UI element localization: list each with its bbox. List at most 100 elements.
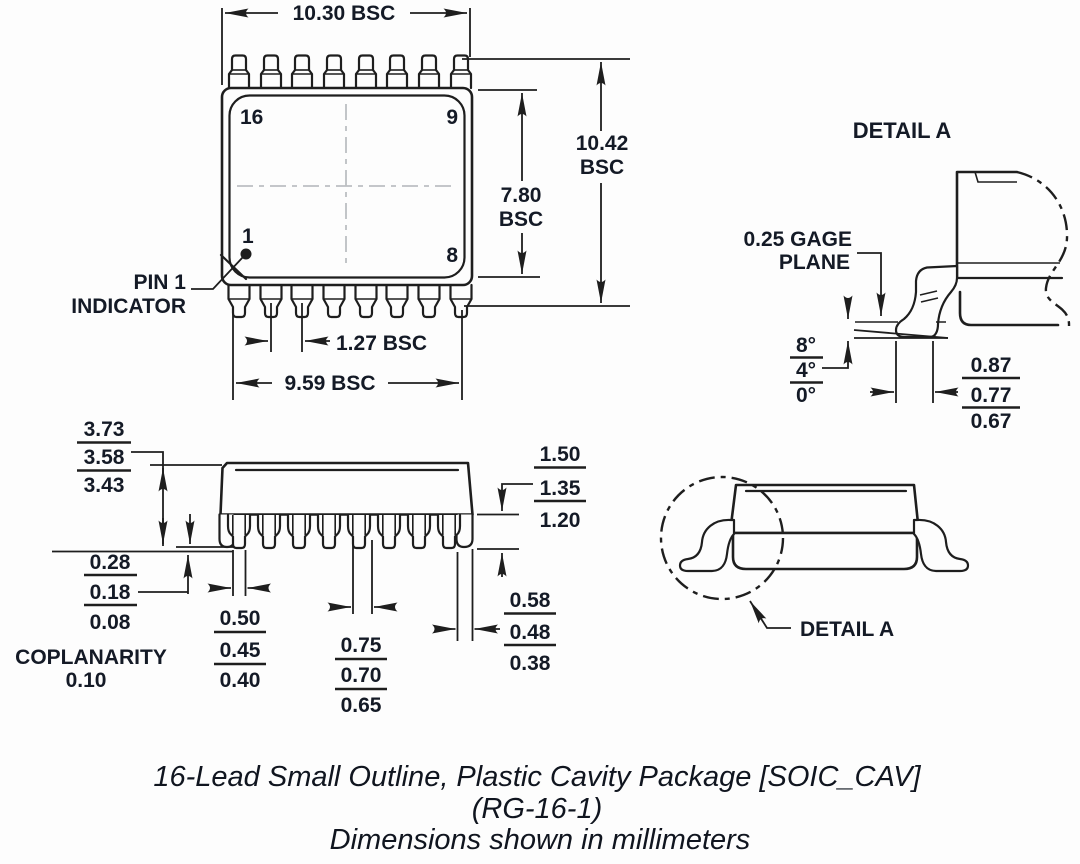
dim-lead-span-label: 9.59 BSC bbox=[284, 372, 375, 395]
dim-lead-width-extension-lines bbox=[456, 549, 474, 641]
side-view-leads bbox=[226, 513, 462, 550]
detail-body-notch bbox=[974, 171, 1017, 183]
pin-number-1: 1 bbox=[242, 225, 254, 248]
cap-height-max: 1.50 bbox=[540, 443, 581, 466]
detail-body-edge bbox=[955, 170, 1019, 280]
pin1-indicator-dot bbox=[240, 248, 252, 260]
end-lead-left bbox=[678, 518, 736, 573]
dim-width-extension-lines bbox=[221, 8, 471, 85]
caption-units-note: Dimensions shown in millimeters bbox=[330, 824, 751, 856]
dim-height-leader bbox=[131, 451, 164, 546]
dim-body-length-unit: BSC bbox=[499, 208, 543, 231]
pin-10 bbox=[417, 54, 441, 90]
detail-a-callout-circle bbox=[659, 475, 785, 601]
dim-stack-foot-length: 0.87 0.77 0.67 bbox=[962, 354, 1020, 433]
lead-width-min: 0.38 bbox=[510, 652, 551, 675]
pin-12 bbox=[354, 54, 378, 90]
side-view: 3.73 3.58 3.43 0.28 0.18 0.08 COPLANARIT… bbox=[15, 418, 586, 717]
coplanarity-label: COPLANARITY bbox=[15, 646, 167, 669]
dim-stack-shoulder-width: 0.75 0.70 0.65 bbox=[335, 634, 387, 717]
shoulder-width-min: 0.65 bbox=[341, 694, 382, 717]
centerlines bbox=[237, 104, 456, 268]
dim-shoulder-width-extension-lines bbox=[352, 538, 373, 614]
dim-overall-length-extension-lines bbox=[462, 58, 630, 307]
top-view: 16 9 1 8 PIN 1 INDICATOR 10.30 BSC 10.42… bbox=[71, 2, 630, 400]
pin-1 bbox=[227, 283, 251, 319]
end-body-cap bbox=[728, 483, 921, 535]
pin-number-8: 8 bbox=[446, 244, 458, 267]
coplanarity-value: 0.10 bbox=[66, 669, 107, 692]
detail-lead-angle-line bbox=[853, 329, 949, 339]
pin-13 bbox=[322, 54, 346, 90]
pin-8 bbox=[449, 283, 473, 319]
detail-a-title: DETAIL A bbox=[853, 118, 952, 143]
lead-4 bbox=[316, 513, 342, 550]
tip-width-max: 0.50 bbox=[220, 607, 261, 630]
dim-body-length-extension-lines bbox=[478, 89, 540, 278]
dim-pitch-label: 1.27 BSC bbox=[336, 332, 427, 355]
height-max: 3.73 bbox=[84, 418, 125, 441]
dim-stack-cap-height: 1.50 1.35 1.20 bbox=[534, 443, 586, 532]
foot-max: 0.87 bbox=[971, 354, 1012, 377]
lead-width-max: 0.58 bbox=[510, 589, 551, 612]
detail-a-callout-label: DETAIL A bbox=[800, 618, 894, 641]
top-view-pins-bottom bbox=[227, 283, 473, 319]
height-nom: 3.58 bbox=[84, 446, 125, 469]
cap-height-min: 1.20 bbox=[540, 509, 581, 532]
cap-height-nom: 1.35 bbox=[540, 477, 581, 500]
dim-stack-overall-height: 3.73 3.58 3.43 bbox=[77, 418, 131, 497]
pin1-indicator-label-line2: INDICATOR bbox=[71, 295, 186, 318]
angle-min: 0° bbox=[796, 384, 816, 407]
lead-2 bbox=[256, 513, 282, 550]
angle-leader-arrow-up bbox=[822, 341, 853, 369]
standoff-nom: 0.18 bbox=[90, 581, 131, 604]
detail-a-view: DETAIL A 0.25 GAGE PLANE 8° 4° 0° bbox=[743, 118, 1071, 433]
dim-cap-extension-lines bbox=[477, 513, 519, 550]
shoulder-width-nom: 0.70 bbox=[341, 664, 382, 687]
lead-width-nom: 0.48 bbox=[510, 621, 551, 644]
side-body-outline bbox=[219, 461, 474, 516]
caption: 16-Lead Small Outline, Plastic Cavity Pa… bbox=[153, 761, 921, 856]
dim-stack-lead-width: 0.58 0.48 0.38 bbox=[504, 589, 556, 675]
detail-a-callout-leader bbox=[749, 600, 791, 629]
dim-foot-extension-lines bbox=[895, 341, 934, 403]
caption-package-code: (RG-16-1) bbox=[472, 793, 603, 825]
dim-tip-width-extension-lines bbox=[232, 550, 247, 596]
dim-stack-standoff: 0.28 0.18 0.08 bbox=[84, 551, 137, 634]
angle-max: 8° bbox=[796, 334, 816, 357]
dim-cap-leader-arrow-down bbox=[497, 483, 533, 511]
pin-6 bbox=[385, 283, 409, 319]
dim-width-label: 10.30 BSC bbox=[293, 2, 396, 25]
pin-15 bbox=[259, 54, 283, 90]
pin-number-9: 9 bbox=[446, 106, 458, 129]
pin-14 bbox=[290, 54, 314, 90]
end-view: DETAIL A bbox=[659, 475, 970, 641]
pin-7 bbox=[417, 283, 441, 319]
pin1-indicator-leader bbox=[191, 256, 244, 290]
pin-5 bbox=[354, 283, 378, 319]
detail-gage-plane-marks bbox=[919, 290, 939, 303]
caption-title: 16-Lead Small Outline, Plastic Cavity Pa… bbox=[153, 761, 921, 793]
detail-body-break-boundary bbox=[1016, 170, 1071, 327]
foot-nom: 0.77 bbox=[971, 384, 1012, 407]
dim-overall-length-value: 10.42 bbox=[576, 132, 629, 155]
pin-11 bbox=[385, 54, 409, 90]
dim-lead-span-extension-lines bbox=[232, 310, 463, 400]
dim-overall-length-unit: BSC bbox=[580, 156, 624, 179]
tip-width-min: 0.40 bbox=[220, 669, 261, 692]
end-lead-right bbox=[912, 518, 970, 573]
end-body-base bbox=[731, 531, 919, 571]
foot-min: 0.67 bbox=[971, 410, 1012, 433]
pin-16 bbox=[227, 54, 251, 90]
dim-stack-lead-angle: 8° 4° 0° bbox=[790, 334, 823, 407]
seating-plane-lines bbox=[52, 546, 233, 553]
dim-stack-tip-width: 0.50 0.45 0.40 bbox=[214, 607, 266, 692]
lead-5 bbox=[346, 513, 372, 550]
pin-9 bbox=[449, 54, 473, 90]
gage-plane-label-line2: PLANE bbox=[779, 251, 850, 274]
tip-width-nom: 0.45 bbox=[220, 639, 261, 662]
standoff-max: 0.28 bbox=[90, 551, 131, 574]
angle-nom: 4° bbox=[796, 359, 816, 382]
